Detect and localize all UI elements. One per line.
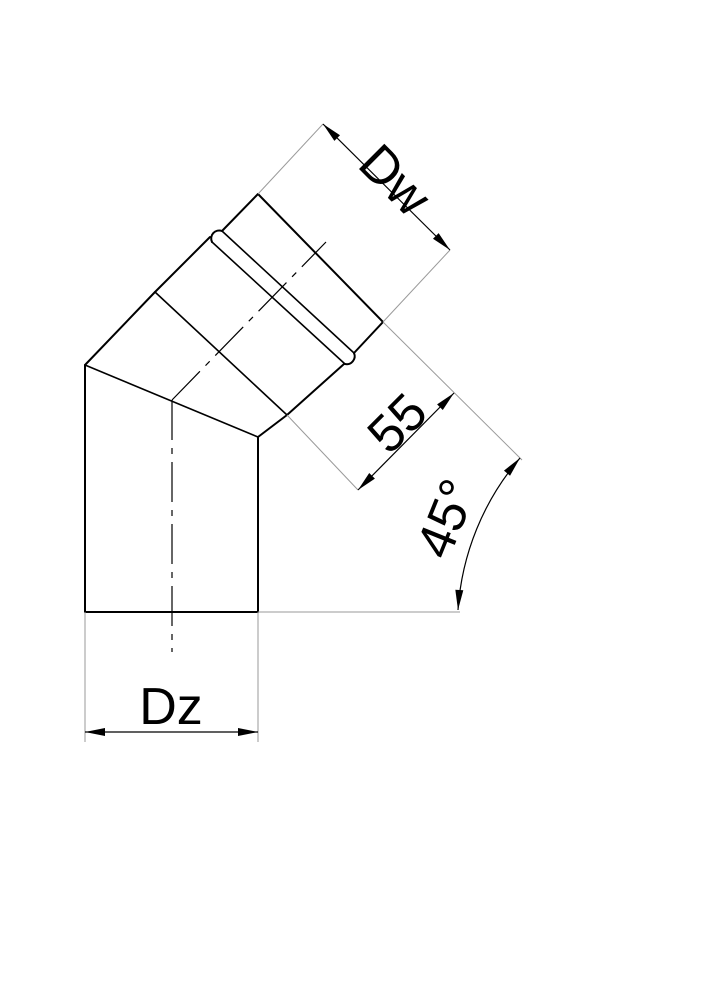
length-extension-start bbox=[286, 414, 359, 491]
angled-center-axis bbox=[171, 241, 327, 401]
socket-step-line bbox=[154, 291, 288, 416]
length-dimension-line bbox=[357, 392, 455, 491]
dw-label: Dw bbox=[348, 133, 442, 227]
length-extension-end bbox=[382, 321, 523, 461]
bead-line-upper bbox=[221, 230, 355, 354]
angled-pipe-segment bbox=[84, 193, 384, 438]
angle-dimension-arc bbox=[455, 457, 521, 611]
spigot-left-wall bbox=[221, 193, 259, 232]
dw-extension-top bbox=[257, 123, 324, 195]
dw-extension-bottom bbox=[382, 249, 451, 323]
socket-right-wall bbox=[286, 363, 345, 416]
spigot-right-wall bbox=[353, 321, 384, 354]
spigot-end-edge bbox=[257, 193, 384, 323]
dz-label: Dz bbox=[139, 678, 203, 736]
extension-lines bbox=[84, 123, 523, 742]
dw-dimension-line bbox=[322, 123, 451, 251]
socket-length-label: 55 bbox=[357, 383, 439, 465]
bead-left-end bbox=[210, 229, 223, 243]
bead-right-end bbox=[344, 352, 356, 366]
dimension-lines bbox=[85, 123, 521, 736]
angled-pipe-left-wall bbox=[84, 291, 156, 366]
center-axes bbox=[171, 241, 327, 652]
angle-label: 45° bbox=[405, 471, 488, 566]
bead-line-lower bbox=[211, 241, 346, 365]
socket-left-wall bbox=[154, 236, 211, 293]
angled-pipe-right-wall bbox=[257, 414, 288, 438]
